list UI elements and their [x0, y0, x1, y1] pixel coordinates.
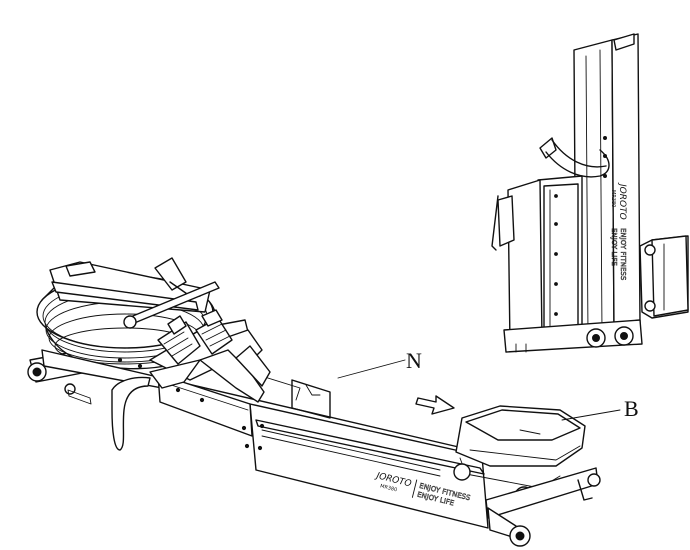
callout-n-label: N — [406, 348, 422, 373]
monitor-arm — [123, 257, 220, 329]
brand-upright-logo: JOROTO — [617, 182, 627, 220]
brand-model: MR380 — [379, 483, 397, 493]
rower-horizontal: JOROTO MR380 ENJOY FITNESS ENJOY LIFE N … — [27, 257, 639, 547]
callout-n: N — [337, 348, 422, 379]
brand-upright-slogan-1: ENJOY FITNESS — [619, 228, 627, 281]
motion-arrow — [415, 395, 455, 415]
strap — [111, 376, 151, 451]
tank-cover — [49, 261, 211, 313]
callout-b: B — [561, 396, 639, 421]
brand-upright-model: MR380 — [610, 190, 616, 207]
brand-upright: JOROTO MR380 ENJOY FITNESS ENJOY LIFE — [610, 182, 627, 281]
footrests — [149, 309, 271, 403]
brand-upright-slogan-2: ENJOY LIFE — [610, 228, 618, 266]
callout-b-label: B — [624, 396, 639, 421]
rail — [41, 349, 489, 529]
rear-base — [485, 467, 601, 547]
rower-upright: JOROTO MR380 ENJOY FITNESS ENJOY LIFE — [491, 33, 689, 353]
